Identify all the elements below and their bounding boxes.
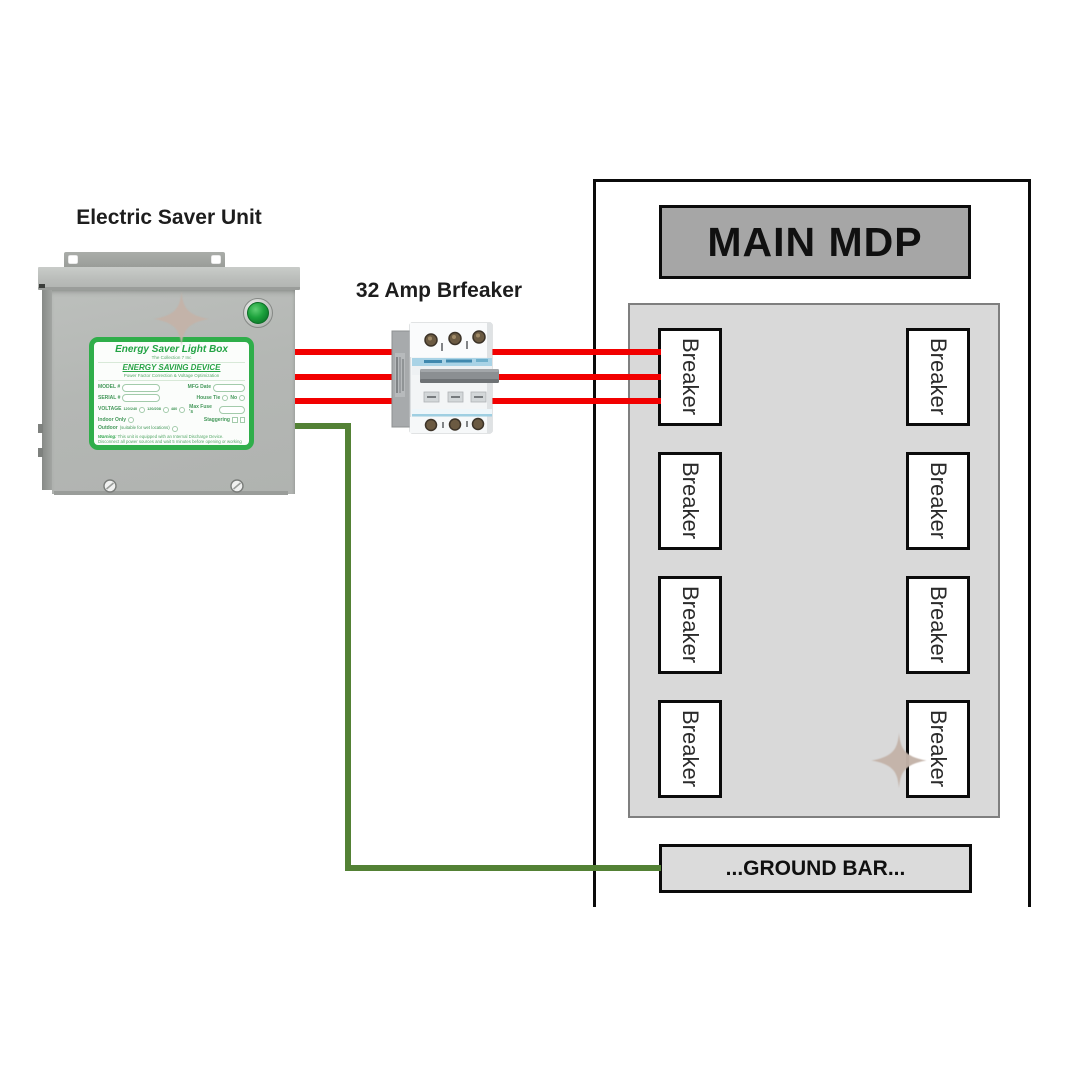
- breaker-label: Breaker: [678, 586, 703, 664]
- breaker-box-left-4: Breaker: [658, 700, 722, 798]
- breaker-box-right-4: Breaker: [906, 700, 970, 798]
- indoor-caption: Indoor Only: [98, 416, 127, 423]
- breaker-label: Breaker: [926, 586, 951, 664]
- ground-bar-box: ...GROUND BAR...: [659, 844, 972, 893]
- serial-field: [122, 394, 161, 403]
- label-row-voltage: VOLTAGE 120/240 120/208 480 Max Fuse 's: [98, 403, 245, 415]
- mdp-panel-title: MAIN MDP: [707, 218, 923, 265]
- breaker-label: Breaker: [926, 462, 951, 540]
- mounting-hole-right: [211, 254, 221, 264]
- saver-product-label: Energy Saver Light Box The Collection 7 …: [89, 337, 254, 450]
- breaker-blue-band: [412, 358, 492, 366]
- label-subheading: Power Factor Correction & Voltage Optimi…: [123, 373, 220, 379]
- voltage-radio-2: [162, 406, 169, 413]
- breaker-rating-windows: [423, 391, 487, 403]
- breaker-box-left-2: Breaker: [658, 452, 722, 550]
- label-row-indoor: Indoor Only Staggering: [98, 416, 245, 424]
- green-ground-wire-vertical: [345, 423, 351, 871]
- warning-text: This unit is equipped with an Internal D…: [98, 434, 242, 450]
- breaker-bottom-terminals: [424, 417, 485, 432]
- mdp-panel-title-box: MAIN MDP: [659, 205, 971, 279]
- breaker-lower-blue-line: [412, 414, 492, 417]
- outdoor-note: (suitable for wet locations): [119, 425, 170, 431]
- sparkle-icon: [154, 291, 209, 347]
- label-row-outdoor: Outdoor (suitable for wet locations): [98, 425, 245, 432]
- model-caption: MODEL #: [98, 384, 121, 391]
- breaker32-photo: [391, 322, 499, 434]
- label-divider: [98, 380, 245, 382]
- breaker-box-right-1: Breaker: [906, 328, 970, 426]
- electric-saver-unit: Energy Saver Light Box The Collection 7 …: [38, 248, 302, 498]
- breaker-label: Breaker: [678, 462, 703, 540]
- label-title: Energy Saver Light Box: [115, 344, 228, 355]
- breaker-label: Breaker: [678, 710, 703, 788]
- voltage-radio-1: [139, 406, 146, 413]
- saver-hinge-top: [38, 424, 43, 433]
- saver-unit-title: Electric Saver Unit: [76, 206, 262, 229]
- saver-side-face: [42, 290, 52, 490]
- label-row-serial: SERIAL # House Tie No: [98, 394, 245, 403]
- no-caption: No: [230, 394, 237, 401]
- indoor-radio: [128, 417, 135, 424]
- label-divider: [98, 361, 245, 363]
- label-heading: ENERGY SAVING DEVICE: [122, 363, 221, 373]
- screw-icon: [103, 479, 117, 493]
- outdoor-radio: [171, 425, 178, 432]
- saver-hinge-bottom: [38, 448, 43, 457]
- warning-caption: Warning:: [98, 434, 117, 440]
- no-radio: [239, 395, 245, 402]
- label-subtitle: The Collection 7 Inc: [151, 355, 192, 360]
- label-row-model: MODEL # MFG Date: [98, 383, 245, 392]
- saver-bottom-edge: [54, 491, 288, 495]
- label-warning: Warning: This unit is equipped with an I…: [98, 434, 245, 450]
- max-fuse-caption: Max Fuse 's: [189, 403, 212, 415]
- mfg-date-caption: MFG Date: [187, 384, 211, 391]
- breaker-label: Breaker: [926, 338, 951, 416]
- breaker-box-right-3: Breaker: [906, 576, 970, 674]
- staggering-box-2: [239, 417, 245, 423]
- house-tie-caption: House Tie: [196, 394, 221, 401]
- voltage-caption: VOLTAGE: [98, 406, 122, 413]
- house-tie-radio: [222, 395, 229, 402]
- saver-lid: [38, 267, 300, 290]
- breaker-toggle[interactable]: [420, 369, 499, 383]
- voltage-option-1: 120/240: [123, 406, 138, 411]
- breaker-box-right-2: Breaker: [906, 452, 970, 550]
- staggering-box-1: [232, 417, 238, 423]
- breaker-lower-face: [412, 409, 492, 416]
- breaker32-title: 32 Amp Brfeaker: [355, 279, 523, 302]
- voltage-radio-3: [179, 406, 186, 413]
- green-ground-wire-top: [295, 423, 351, 429]
- staggering-caption: Staggering: [203, 416, 230, 423]
- breaker-box-left-3: Breaker: [658, 576, 722, 674]
- model-field: [122, 383, 161, 392]
- breaker-label: Breaker: [926, 710, 951, 788]
- sparkle-icon: [871, 733, 927, 788]
- breaker-label: Breaker: [678, 338, 703, 416]
- pilot-light-lens: [247, 302, 269, 324]
- outdoor-caption: Outdoor: [98, 425, 118, 432]
- breaker-body: [409, 322, 499, 434]
- green-ground-wire-bottom: [345, 865, 661, 871]
- voltage-option-2: 120/208: [147, 406, 161, 411]
- screw-icon: [230, 479, 244, 493]
- saver-mounting-bracket: [64, 252, 225, 267]
- voltage-option-3: 480: [170, 406, 178, 411]
- mounting-hole-left: [68, 254, 78, 264]
- breaker-box-left-1: Breaker: [658, 328, 722, 426]
- mfg-date-field: [213, 383, 245, 392]
- saver-lid-shadow: [39, 284, 45, 288]
- serial-caption: SERIAL #: [98, 394, 121, 401]
- green-pilot-light: [243, 298, 273, 328]
- max-fuse-field: [219, 405, 245, 414]
- breaker-top-terminals: [424, 330, 486, 351]
- ground-bar-label: ...GROUND BAR...: [725, 856, 906, 880]
